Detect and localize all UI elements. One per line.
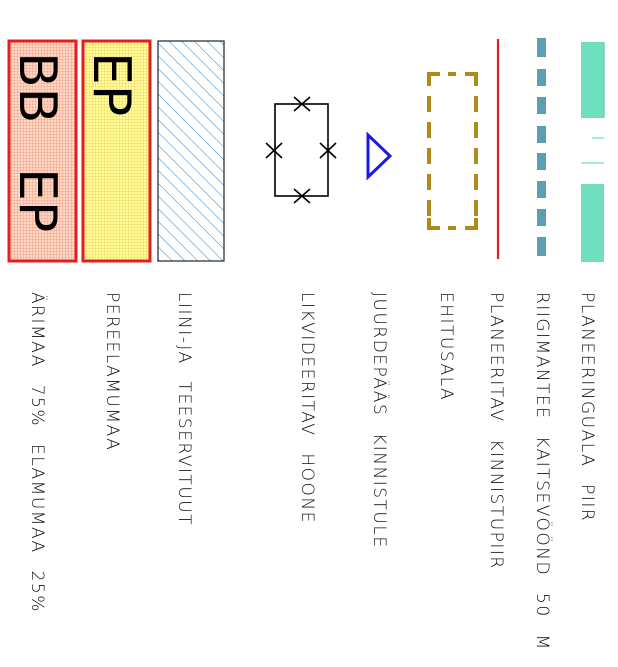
building-area-symbol [427, 72, 478, 230]
access-triangle-icon [366, 131, 393, 181]
mixed-use-code-bottom: EP [7, 168, 67, 232]
label-demolished-building: LIKVIDEERITAV HOONE [297, 292, 317, 524]
label-road-protection-zone: RIIGIMANTEE KAITSEVÖÖND 50 M [532, 292, 552, 651]
mixed-use-code-top: BB [7, 52, 67, 123]
label-servitude: LIINI-JA TEESERVITUUT [174, 292, 194, 527]
road-protection-zone-symbol [537, 38, 546, 256]
label-residential: PEREELAMUMAA [102, 292, 122, 452]
demolished-building-symbol [265, 96, 337, 204]
label-property-border: PLANEERITAV KINNISTUPIIR [486, 292, 506, 570]
label-building-area: EHITUSALA [436, 292, 456, 402]
label-access: JUURDEPÄÄS KINNISTULE [369, 292, 389, 549]
residential-zone-symbol: EP [81, 39, 152, 263]
label-mixed-use: ÄRIMAA 75% ELAMUMAA 25% [27, 292, 47, 613]
residential-code-label: EP [81, 52, 141, 116]
plan-boundary-symbol [581, 42, 605, 262]
mixed-use-zone-symbol: BB EP [7, 39, 78, 263]
label-plan-boundary: PLANEERINGUALA PIIR [577, 292, 597, 523]
servitude-hatch-symbol [157, 40, 225, 262]
